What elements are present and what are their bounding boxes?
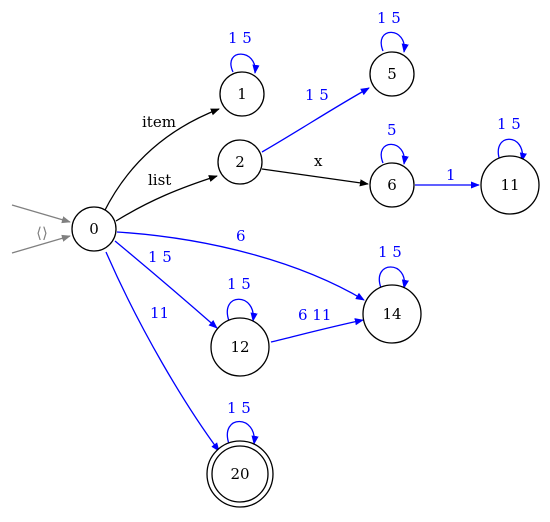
edge-label-2-5: 1 5 (305, 86, 329, 104)
loop-label-11: 1 5 (497, 115, 521, 133)
edge-label-0-14: 6 (236, 227, 246, 245)
state-12-label: 12 (230, 338, 249, 356)
edge-2-6 (261, 168, 369, 187)
initial-arrows (11, 204, 71, 254)
state-1 (219, 71, 265, 117)
state-5 (369, 51, 415, 97)
state-11 (480, 155, 540, 215)
state-20-inner (211, 445, 269, 503)
state-6 (369, 162, 415, 208)
state-1-label: 1 (237, 85, 247, 103)
edge-label-x: x (314, 152, 323, 170)
state-0-label: 0 (89, 220, 99, 238)
edge-0-14 (116, 231, 365, 301)
state-5-label: 5 (387, 65, 397, 83)
edge-label-item: item (142, 113, 176, 131)
state-2-label: 2 (235, 153, 245, 171)
edge-label-0-20: 11 (150, 304, 169, 322)
loop-11 (497, 138, 527, 162)
edge-2-5 (261, 87, 370, 153)
loop-label-5: 1 5 (377, 9, 401, 27)
edge-label-0-12: 1 5 (148, 248, 172, 266)
loop-label-6: 5 (387, 121, 397, 139)
state-12 (210, 317, 270, 377)
initial-arrow-top (11, 204, 71, 224)
edge-0-1 (103, 108, 220, 213)
edge-12-14 (270, 318, 364, 343)
state-6-label: 6 (387, 176, 397, 194)
edge-0-12 (114, 240, 218, 329)
loop-label-20: 1 5 (227, 399, 251, 417)
edge-label-6-11: 1 (446, 166, 456, 184)
state-0 (71, 206, 117, 252)
initial-label: ⟨⟩ (36, 224, 48, 242)
edge-0-20 (105, 251, 220, 452)
loop-5 (380, 31, 409, 53)
edge-label-12-14: 6 11 (298, 306, 331, 324)
loop-1 (230, 53, 260, 74)
state-14 (362, 284, 422, 344)
state-20-label: 20 (230, 465, 249, 483)
state-11-label: 11 (500, 176, 519, 194)
loop-14 (378, 266, 409, 289)
state-14-label: 14 (382, 305, 401, 323)
loop-label-1: 1 5 (228, 29, 252, 47)
loop-label-14: 1 5 (378, 243, 402, 261)
loop-12 (226, 298, 258, 322)
edge-0-2 (115, 175, 218, 222)
loop-label-12: 1 5 (227, 275, 251, 293)
loop-6 (380, 143, 409, 165)
initial-arrow-bottom (11, 234, 71, 254)
state-2 (217, 139, 263, 185)
edge-label-list: list (148, 171, 171, 189)
loop-20 (226, 421, 259, 445)
